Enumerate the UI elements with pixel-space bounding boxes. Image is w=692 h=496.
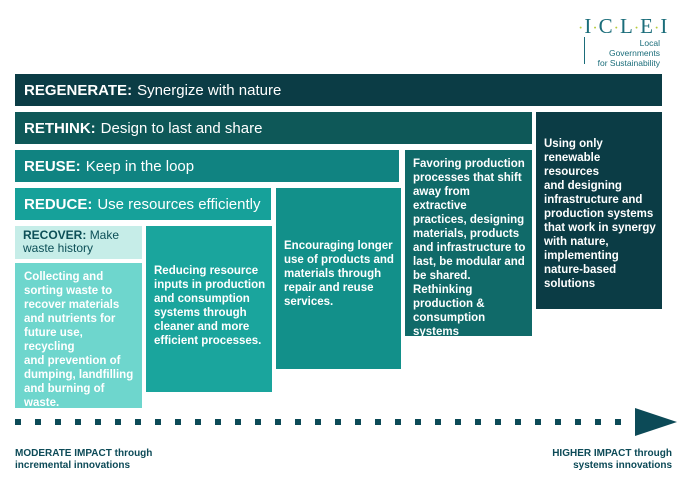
logo-letter: E <box>640 14 654 38</box>
logo-letter: L <box>620 14 634 38</box>
reuse-label: REUSE: <box>24 157 81 175</box>
rethink-description: Favoring production processes that shift… <box>405 150 532 338</box>
logo-letter: I <box>584 14 593 38</box>
recover-text: Make waste history <box>23 228 120 255</box>
iclei-logo: ·I·C·L·E·I <box>578 14 669 38</box>
reduce-bar: REDUCE: Use resources efficiently <box>15 188 271 220</box>
regenerate-label: REGENERATE: <box>24 81 133 99</box>
higher-impact-label: HIGHER IMPACT through systems innovation… <box>552 448 672 471</box>
logo-subtitle: Local Governments for Sustainability <box>597 38 660 68</box>
reuse-text: Keep in the loop <box>85 157 195 175</box>
impact-dotted-line <box>15 419 643 425</box>
rethink-text: Design to last and share <box>100 119 263 137</box>
rethink-bar: RETHINK: Design to last and share <box>15 112 532 144</box>
moderate-impact-label: MODERATE IMPACT through incremental inno… <box>15 448 153 471</box>
recover-header: RECOVER: Make waste history <box>15 226 142 259</box>
regenerate-bar: REGENERATE: Synergize with nature <box>15 74 662 106</box>
reduce-description: Reducing resource inputs in production a… <box>146 226 272 392</box>
logo-letter: I <box>660 14 669 38</box>
logo-letter: C <box>598 14 614 38</box>
reuse-bar: REUSE: Keep in the loop <box>15 150 399 182</box>
rethink-label: RETHINK: <box>24 119 96 137</box>
reduce-text: Use resources efficiently <box>97 195 261 213</box>
reuse-description: Encouraging longer use of products and m… <box>276 188 401 369</box>
regenerate-text: Synergize with nature <box>137 81 282 99</box>
regenerate-description: Using only renewable resources and desig… <box>536 112 662 309</box>
logo-divider <box>584 37 585 64</box>
recover-label: RECOVER: <box>23 228 87 242</box>
recover-description: Collecting and sorting waste to recover … <box>15 263 142 409</box>
reduce-label: REDUCE: <box>24 195 93 213</box>
arrow-right-icon <box>635 408 677 436</box>
